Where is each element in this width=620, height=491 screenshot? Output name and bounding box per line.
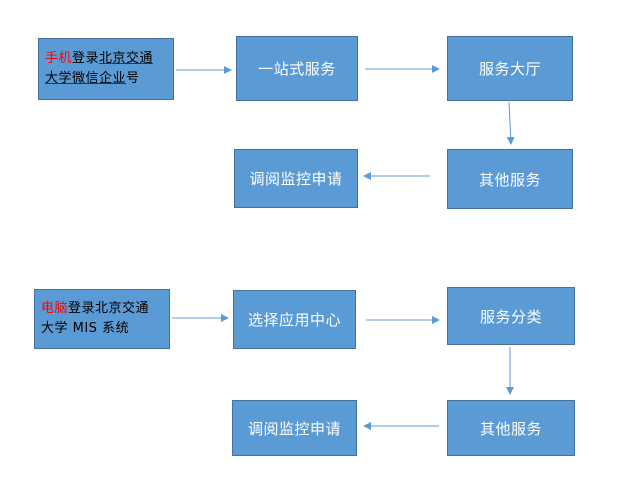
flow2-step1-label: 选择应用中心 (247, 311, 341, 329)
flow2-step3-box: 其他服务 (447, 400, 575, 456)
flow1-start-org-a: 北京交通 (99, 51, 154, 66)
flow1-step3-box: 其他服务 (447, 149, 573, 209)
arrow-flow1-step2-to-step3 (506, 101, 515, 145)
flow1-step2-label: 服务大厅 (478, 60, 541, 78)
flow2-start-system: 大学 MIS 系统 (41, 321, 130, 336)
flow1-start-highlight: 手机 (45, 51, 73, 66)
flow2-step4-label: 调阅监控申请 (247, 419, 341, 438)
flow1-start-text: 手机登录北京交通 大学微信企业号 (45, 49, 153, 89)
flow2-start-box: 电脑登录北京交通 大学 MIS 系统 (34, 289, 170, 349)
flow2-start-highlight: 电脑 (41, 301, 69, 316)
flow2-start-text: 电脑登录北京交通 大学 MIS 系统 (41, 299, 149, 339)
flow1-step3-label: 其他服务 (478, 170, 541, 189)
flow1-step1-box: 一站式服务 (236, 36, 358, 101)
flow2-step3-label: 其他服务 (479, 419, 542, 438)
flow1-start-suffix: 号 (126, 71, 140, 86)
flow1-step4-box: 调阅监控申请 (234, 149, 358, 208)
flow1-start-org-b: 大学微信企业 (45, 71, 127, 86)
flow2-step1-box: 选择应用中心 (233, 290, 356, 349)
flow1-step4-label: 调阅监控申请 (249, 170, 343, 188)
flow2-step2-label: 服务分类 (479, 307, 542, 326)
flow2-start-login: 登录北京交通 (68, 301, 150, 316)
flow1-step1-label: 一站式服务 (258, 60, 336, 78)
flow1-step2-box: 服务大厅 (447, 36, 573, 101)
flow2-step4-box: 调阅监控申请 (232, 400, 357, 456)
flow1-start-box: 手机登录北京交通 大学微信企业号 (38, 38, 174, 100)
flow2-step2-box: 服务分类 (447, 287, 575, 345)
flow1-start-login: 登录 (72, 51, 100, 66)
